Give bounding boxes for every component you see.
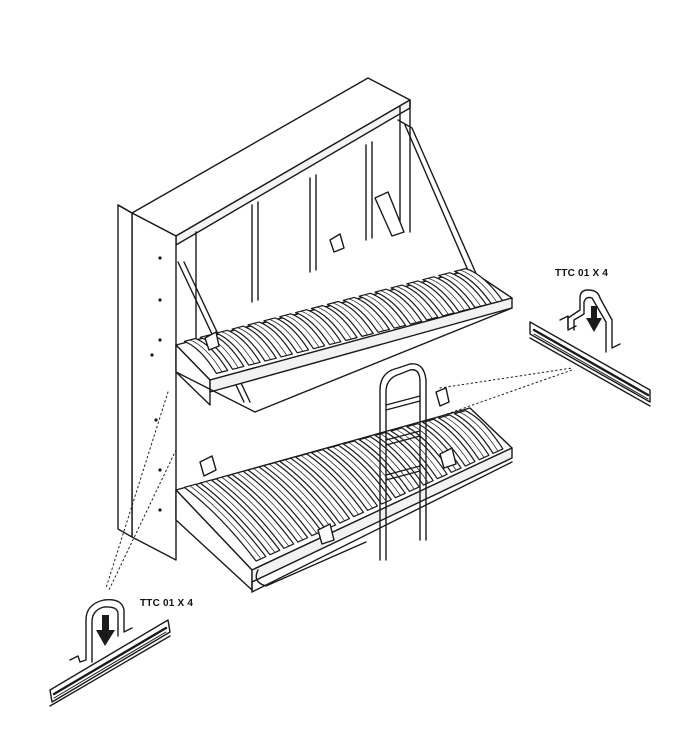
slat-shade [380,290,417,323]
bracket-clip-icon [69,599,133,663]
slat [422,276,471,313]
slat [358,292,407,329]
cabinet-frame [117,77,411,561]
callout-label-left: TTC 01 X 4 [140,598,194,609]
slat [295,309,342,346]
slat [438,272,488,309]
slat-shade [300,455,359,515]
slat [374,288,423,325]
slat [215,475,295,549]
slat-shade [396,286,433,319]
slat-shade [237,327,271,360]
detail-left [49,599,171,707]
detail-right [529,289,651,407]
slat-shade [364,437,415,490]
bracket-clip-icon [559,289,621,353]
lower-bed [175,387,513,593]
slat [406,280,455,317]
slat [422,418,476,467]
slat-shade [380,433,429,484]
lower-bed-slats [183,410,504,562]
slat [231,470,309,543]
slat [453,410,504,454]
slat [279,313,326,350]
slat-shade [284,459,345,522]
down-arrow-icon [586,306,602,332]
slat-shade [237,472,304,541]
callout-leaders [105,367,573,593]
slat [342,440,406,499]
slat-shade [316,306,352,340]
slat-shade [221,476,290,547]
slat-shade [443,273,482,307]
down-arrow-icon [96,615,115,646]
slat-shade [364,294,401,328]
slat [453,268,504,305]
slat-shade [459,411,499,452]
slat [263,317,310,354]
upper-bed [175,233,513,413]
slat-shade [348,442,401,496]
slat-shade [253,468,318,534]
slat [390,284,439,321]
slat [279,457,351,524]
slat-shade [316,450,373,509]
slat-shade [412,282,449,315]
slat [295,453,365,518]
slat [438,414,490,461]
slat [326,300,374,337]
slat [263,462,337,530]
slat-shade [427,277,465,311]
slat [183,483,267,562]
slat [342,296,391,333]
slat-shade [300,310,336,344]
ladder [379,363,427,561]
slat-shade [459,269,498,303]
slat-shade [269,319,304,352]
slat-shade [189,339,223,373]
slat-shade [284,314,320,348]
slat [215,329,261,366]
slat-shade [205,481,276,553]
slat [247,321,294,358]
slat-shade [189,485,262,560]
slat-shade [221,331,255,365]
slat [231,325,277,362]
slat-shade [332,302,368,336]
slat-shade [348,298,385,332]
slat-shade [332,446,387,503]
slat [358,436,420,492]
slat-shade [253,323,288,356]
callout-label-right: TTC 01 X 4 [555,268,609,279]
slat-shade [269,463,332,528]
upper-bed-slats [183,268,504,374]
slat-shade [427,420,471,465]
slat [310,305,358,342]
slat-shade [443,416,485,458]
slat [326,444,392,505]
